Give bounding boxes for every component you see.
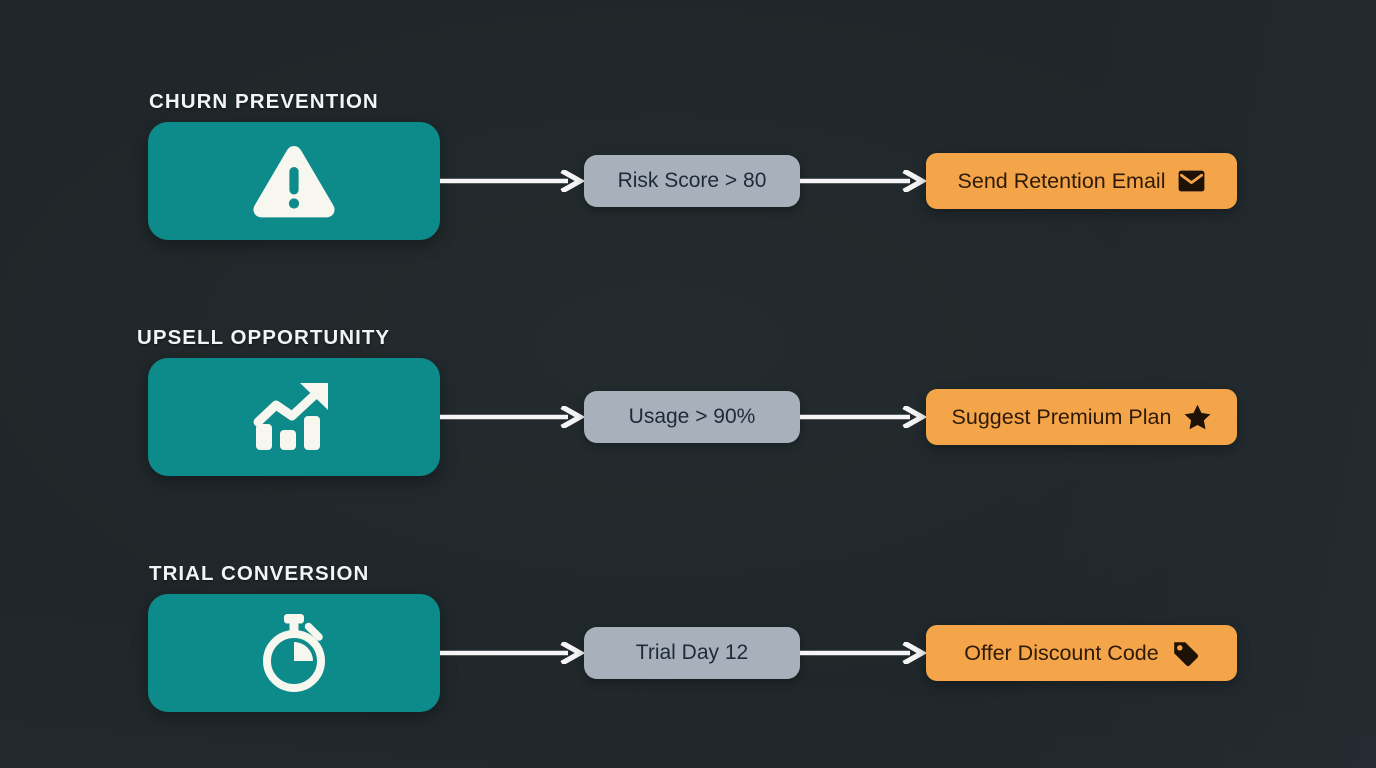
- warning-triangle-icon: [251, 142, 337, 220]
- condition-pill-trial-conversion[interactable]: Trial Day 12: [584, 627, 800, 679]
- action-button-label: Send Retention Email: [957, 168, 1166, 193]
- connector-arrow-condition-to-action: [800, 642, 926, 664]
- workflow-row-upsell-opportunity: UPSELL OPPORTUNITY: [0, 290, 1376, 476]
- action-button-label: Offer Discount Code: [964, 640, 1159, 665]
- trigger-card-trial-conversion[interactable]: [148, 594, 440, 712]
- workflow-row-churn-prevention: CHURN PREVENTION Risk Score > 80: [0, 54, 1376, 240]
- connector-arrow-condition-to-action: [800, 170, 926, 192]
- workflow-track: Risk Score > 80 Send Retention Email: [148, 122, 1237, 240]
- workflow-track: Trial Day 12 Offer Discount Code: [148, 594, 1237, 712]
- connector-arrow-condition-to-action: [800, 406, 926, 428]
- workflow-label-upsell-opportunity: UPSELL OPPORTUNITY: [137, 326, 391, 349]
- trigger-card-churn-prevention[interactable]: [148, 122, 440, 240]
- connector-arrow-trigger-to-condition: [440, 642, 584, 664]
- action-button-offer-discount-code[interactable]: Offer Discount Code: [926, 625, 1237, 681]
- condition-pill-upsell-opportunity[interactable]: Usage > 90%: [584, 391, 800, 443]
- workflow-label-trial-conversion: TRIAL CONVERSION: [149, 562, 370, 585]
- connector-arrow-trigger-to-condition: [440, 170, 584, 192]
- action-button-send-retention-email[interactable]: Send Retention Email: [926, 153, 1237, 209]
- workflow-label-churn-prevention: CHURN PREVENTION: [149, 90, 379, 113]
- envelope-icon: [1178, 170, 1205, 192]
- connector-arrow-trigger-to-condition: [440, 406, 584, 428]
- workflow-track: Usage > 90% Suggest Premium Plan: [148, 358, 1237, 476]
- trigger-card-upsell-opportunity[interactable]: [148, 358, 440, 476]
- chart-trending-up-icon: [250, 378, 338, 456]
- action-button-suggest-premium-plan[interactable]: Suggest Premium Plan: [926, 389, 1237, 445]
- stopwatch-icon: [253, 612, 335, 694]
- star-icon: [1184, 404, 1211, 430]
- action-button-label: Suggest Premium Plan: [951, 404, 1172, 429]
- workflow-row-trial-conversion: TRIAL CONVERSION: [0, 526, 1376, 712]
- condition-pill-churn-prevention[interactable]: Risk Score > 80: [584, 155, 800, 207]
- tag-icon: [1172, 640, 1199, 667]
